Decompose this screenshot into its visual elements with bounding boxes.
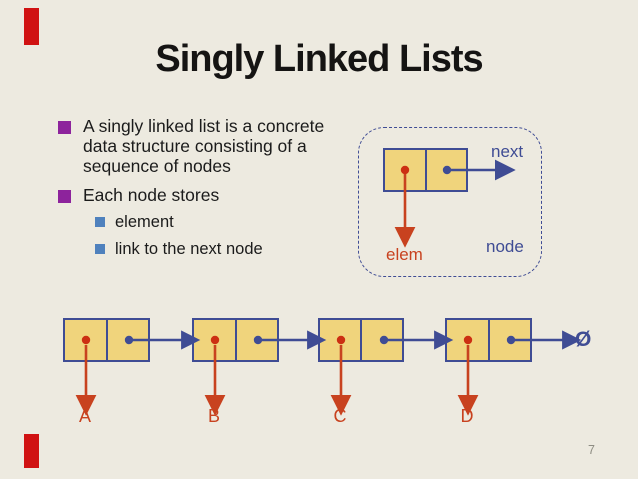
slide-title: Singly Linked Lists — [155, 38, 483, 80]
bullet-square-icon — [58, 121, 71, 134]
bullet-subitem: link to the next node — [95, 239, 355, 259]
bullet-item: Each node stores — [55, 185, 355, 205]
label-elem: elem — [386, 245, 423, 264]
node-next-cell — [427, 150, 467, 190]
label-node: node — [486, 237, 524, 256]
bullet-square-icon — [95, 244, 105, 254]
node-box — [383, 148, 468, 192]
bullet-text: Each node stores — [83, 185, 220, 205]
element-label-d: D — [460, 406, 474, 426]
bullet-list: A singly linked list is a concrete data … — [55, 116, 355, 259]
node-diagram-frame — [358, 127, 542, 277]
null-terminator-symbol: Ø — [575, 328, 592, 351]
node-elem-cell — [447, 320, 490, 360]
red-accent-bar-bottom — [24, 434, 39, 468]
bullet-square-icon — [95, 217, 105, 227]
bullet-square-icon — [58, 190, 71, 203]
node-elem-cell — [65, 320, 108, 360]
page-number: 7 — [588, 443, 595, 457]
list-node — [445, 318, 532, 362]
bullet-item: A singly linked list is a concrete data … — [55, 116, 355, 176]
red-accent-bar-top — [24, 8, 39, 45]
node-next-cell — [490, 320, 531, 360]
node-elem-cell — [194, 320, 237, 360]
node-next-cell — [108, 320, 149, 360]
node-elem-cell — [385, 150, 427, 190]
bullet-text: element — [115, 213, 174, 231]
element-label-b: B — [207, 406, 220, 426]
list-node — [192, 318, 279, 362]
bullet-subitem: element — [95, 212, 355, 232]
list-node — [63, 318, 150, 362]
node-elem-cell — [320, 320, 362, 360]
bullet-text: A singly linked list is a concrete data … — [83, 116, 325, 176]
node-next-cell — [237, 320, 278, 360]
element-label-c: C — [333, 406, 347, 426]
node-next-cell — [362, 320, 402, 360]
list-node — [318, 318, 404, 362]
label-next: next — [491, 142, 524, 161]
bullet-text: link to the next node — [115, 240, 263, 258]
element-label-a: A — [78, 406, 91, 426]
